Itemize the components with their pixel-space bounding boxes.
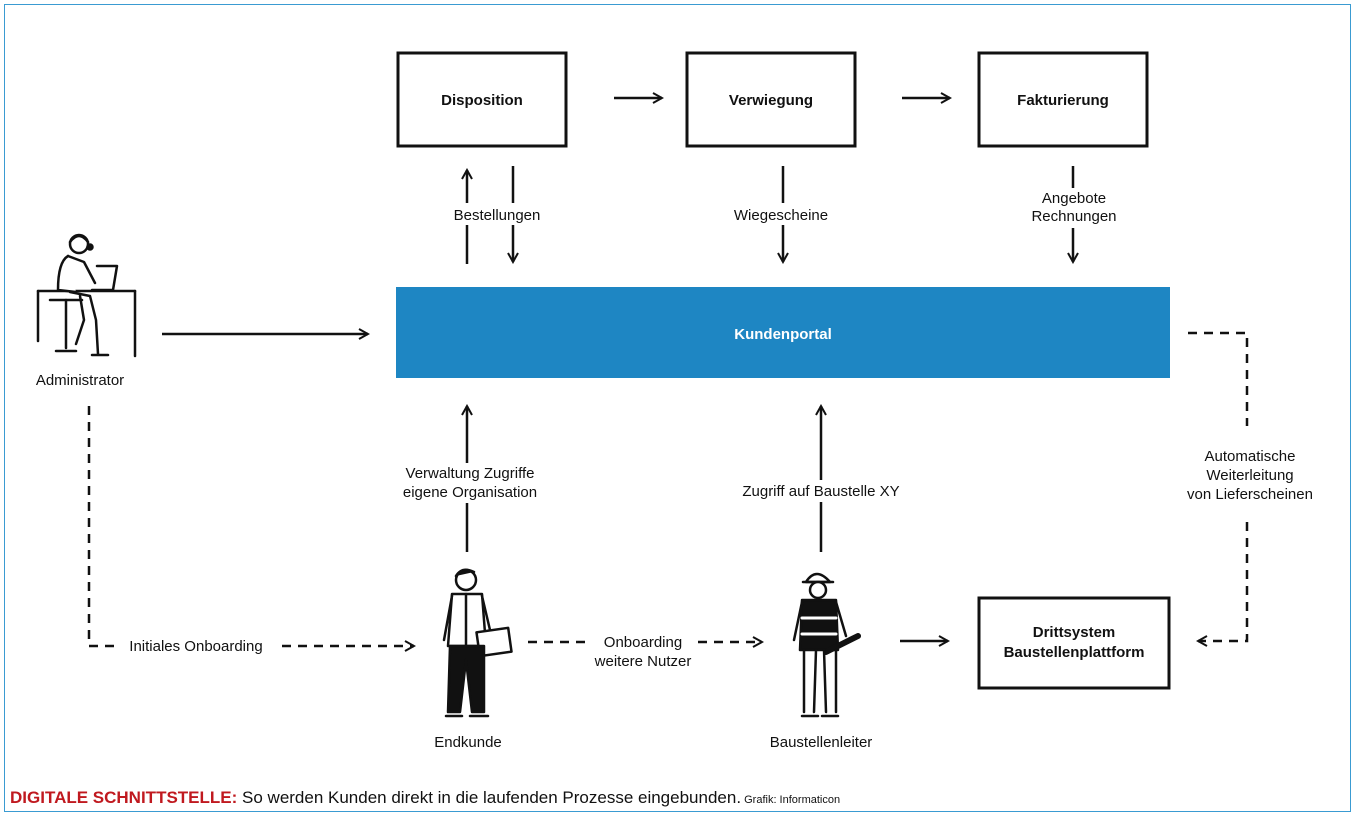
baustellenleiter-icon [792,572,861,718]
endkunde-icon [442,568,513,718]
caption-credit: Grafik: Informaticon [741,794,841,806]
label-automatische-3: von Lieferscheinen [1187,486,1313,503]
administrator-icon [36,233,137,358]
label-onboarding-1: Onboarding [604,634,682,651]
caption-text: So werden Kunden direkt in die laufenden… [237,788,742,807]
verwiegung-label: Verwiegung [729,92,813,109]
label-initiales-onboarding: Initiales Onboarding [129,638,262,655]
fakturierung-label: Fakturierung [1017,92,1109,109]
dashed-admin-down [87,406,117,648]
label-rechnungen: Rechnungen [1031,208,1116,225]
fakturierung-box: Fakturierung [977,51,1149,148]
label-bestellungen: Bestellungen [454,207,541,224]
caption-title: DIGITALE SCHNITTSTELLE: [10,788,238,807]
dashed-portal-right [1188,331,1249,426]
figure-caption: DIGITALE SCHNITTSTELLE: So werden Kunden… [10,788,840,808]
label-wiegescheine: Wiegescheine [734,207,828,224]
drittsystem-label-2: Baustellenplattform [1004,644,1145,661]
label-zugriff: Zugriff auf Baustelle XY [742,483,899,500]
verwiegung-box: Verwiegung [685,51,857,148]
label-endkunde: Endkunde [434,734,502,751]
label-verwaltung-2: eigene Organisation [403,484,537,501]
kundenportal-label: Kundenportal [734,326,832,343]
label-baustellenleiter: Baustellenleiter [770,734,873,751]
disposition-box: Disposition [396,51,568,148]
drittsystem-box: Drittsystem Baustellenplattform [977,596,1171,690]
label-onboarding-2: weitere Nutzer [594,653,692,670]
label-automatische-2: Weiterleitung [1206,467,1293,484]
kundenportal-box: Kundenportal [396,287,1170,378]
drittsystem-label-1: Drittsystem [1033,624,1116,641]
label-automatische-1: Automatische [1205,448,1296,465]
disposition-label: Disposition [441,92,523,109]
dashed-arrow-weiterleitung [1198,522,1249,641]
label-angebote: Angebote [1042,190,1106,207]
process-diagram: Disposition Verwiegung Fakturierung Best… [36,51,1313,751]
label-verwaltung-1: Verwaltung Zugriffe [406,465,535,482]
label-administrator: Administrator [36,372,124,389]
